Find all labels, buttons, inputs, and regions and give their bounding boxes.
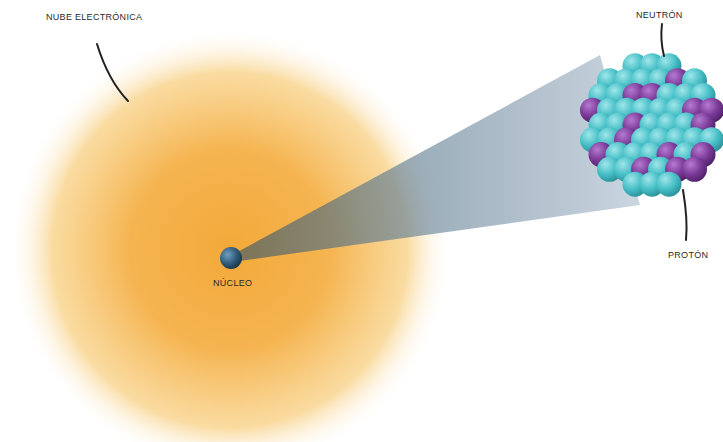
proton-sphere <box>657 172 682 197</box>
leader-line <box>97 44 128 101</box>
neutron-label: NEUTRÓN <box>636 11 683 21</box>
proton-label: PROTÓN <box>668 251 708 261</box>
neutron-sphere <box>682 157 707 182</box>
nucleus-closeup <box>580 53 723 196</box>
nucleus-dot <box>220 247 242 269</box>
nucleus-label: NÚCLEO <box>213 279 252 289</box>
cloud-label: NUBE ELECTRÓNICA <box>46 13 142 23</box>
leader-line <box>661 24 664 56</box>
leader-line <box>683 190 687 240</box>
zoom-cone <box>232 55 640 262</box>
